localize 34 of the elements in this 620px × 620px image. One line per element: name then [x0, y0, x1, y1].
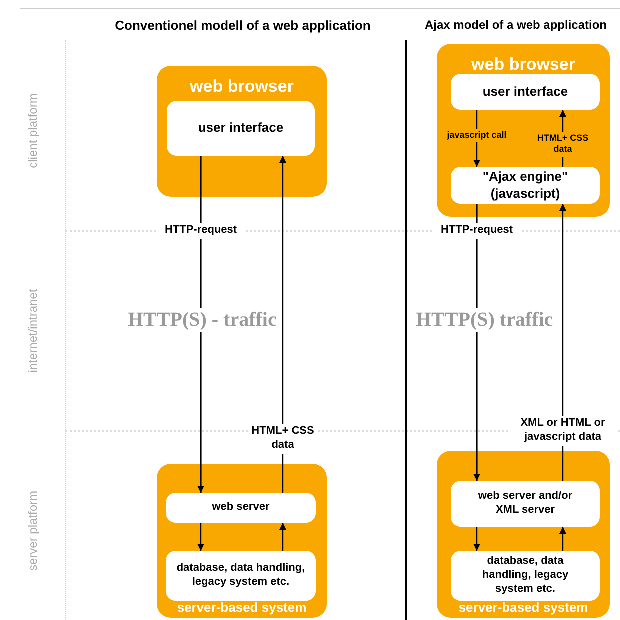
edge-label: HTTP-request — [432, 223, 522, 239]
panel-heading: web browser — [189, 76, 295, 98]
arrow — [474, 527, 480, 551]
edge-label: XML or HTML or javascript data — [508, 416, 618, 446]
edge-label: javascript call — [447, 129, 507, 142]
panel-heading: server-based system — [176, 598, 308, 617]
arrow — [560, 527, 566, 551]
edge-label: HTTP-request — [156, 223, 246, 239]
edge-label: HTML+ CSS data — [248, 424, 318, 454]
panel-heading: web browser — [470, 54, 576, 76]
system-panel — [157, 66, 327, 197]
row-label: internet/intranet — [25, 288, 41, 375]
component-box: "Ajax engine" (javascript) — [451, 167, 600, 204]
row-label: client platform — [25, 92, 41, 170]
traffic-label: HTTP(S) - traffic — [128, 308, 277, 332]
column-title: Ajax model of a web application — [424, 17, 608, 34]
component-box: web server — [166, 493, 316, 523]
arrow — [198, 156, 204, 493]
panel-heading: server-based system — [458, 598, 590, 617]
system-panel — [437, 44, 610, 217]
component-box: user interface — [451, 74, 600, 110]
column-title: Conventionel modell of a web application — [114, 17, 372, 35]
arrow — [280, 523, 286, 551]
traffic-label: HTTP(S) traffic — [416, 308, 554, 332]
system-panel — [157, 464, 327, 618]
component-box: database, data handling, legacy system etc. — [166, 551, 316, 601]
component-box: database, data handling, legacy system etc. — [451, 551, 600, 601]
arrow — [198, 523, 204, 551]
arrow — [560, 204, 566, 481]
arrow — [280, 156, 286, 493]
component-box: web server and/or XML server — [451, 481, 600, 527]
row-label: server platform — [25, 490, 41, 574]
component-box: user interface — [167, 101, 315, 156]
system-panel — [437, 451, 610, 618]
